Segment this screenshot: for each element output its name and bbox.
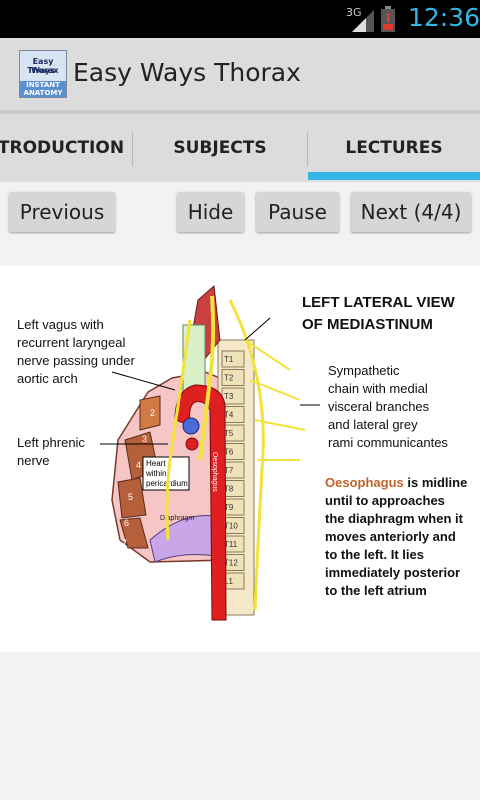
tab-introduction[interactable]: TRODUCTION xyxy=(0,138,125,158)
annotation-line: Left vagus with xyxy=(17,317,104,332)
vertebra-label: T1 xyxy=(224,355,234,364)
signal-icon xyxy=(352,10,374,32)
battery-icon xyxy=(381,6,395,32)
vertebra-label: T12 xyxy=(224,559,238,568)
mediastinum-diagram: 2 3 4 5 6 7 Diaphragm T1T2T3T4T5T6T7T8T9… xyxy=(100,284,320,621)
vertebra-label: T11 xyxy=(224,540,238,549)
vertebra-label: T10 xyxy=(224,522,238,531)
annotation-line: Left phrenic xyxy=(17,435,85,450)
action-bar xyxy=(0,38,480,110)
annotation-line: Oesophagus is midline xyxy=(325,474,467,492)
rib-number: 4 xyxy=(136,460,141,470)
phrenic-nerve-line xyxy=(165,319,192,541)
annotation-line: moves anteriorly and xyxy=(325,529,456,544)
annotation-line: until to approaches xyxy=(325,493,445,508)
annotation-line: nerve xyxy=(17,453,50,468)
annotation-line: Sympathetic xyxy=(328,363,400,378)
vertebra-label: T2 xyxy=(224,374,234,383)
annotation-line: the diaphragm when it xyxy=(325,511,463,526)
logo-line1: Easy Ways xyxy=(31,57,55,75)
clock: 12:36 xyxy=(408,3,480,32)
annotation-line: nerve passing under xyxy=(17,353,135,368)
next-button[interactable]: Next (4/4) xyxy=(351,192,471,232)
annotation-line: chain with medial xyxy=(328,381,428,396)
rib-shape xyxy=(117,477,147,519)
aorta-shape xyxy=(174,384,227,621)
annotation-line: to the left atrium xyxy=(325,583,427,598)
annotation-line: aortic arch xyxy=(17,371,78,386)
logo-band-line1: INSTANT xyxy=(26,81,60,89)
hide-button[interactable]: Hide xyxy=(177,192,244,232)
app-logo[interactable]: Easy Ways Thorax INSTANT ANATOMY xyxy=(19,50,67,98)
logo-band-line2: ANATOMY xyxy=(23,89,63,97)
vertebra-label: T6 xyxy=(224,448,234,457)
vessel-shape xyxy=(185,437,199,451)
sympathetic-chain-line xyxy=(228,299,265,611)
tab-divider xyxy=(132,132,133,166)
oesophagus-annotation: Oesophagus is midline until to approache… xyxy=(325,474,467,600)
rib-number: 5 xyxy=(128,492,133,502)
status-bar: 3G 12:36 xyxy=(0,0,480,38)
vertebra-label: T9 xyxy=(224,503,234,512)
pause-button[interactable]: Pause xyxy=(256,192,339,232)
vertebra-label: T4 xyxy=(224,411,234,420)
heart-label-line: within xyxy=(145,469,166,478)
app-title: Easy Ways Thorax xyxy=(73,58,301,87)
vessel-shape xyxy=(182,417,200,435)
pointer-line xyxy=(111,371,176,391)
sympathetic-annotation: Sympathetic chain with medial visceral b… xyxy=(328,362,448,452)
tab-subjects[interactable]: SUBJECTS xyxy=(173,138,267,158)
annotation-line: rami communicantes xyxy=(328,435,448,450)
vertebra-label: T8 xyxy=(224,485,234,494)
rib-shape xyxy=(119,517,149,549)
oesophagus-vertical-label: Oesophagus xyxy=(211,452,218,492)
tab-lectures[interactable]: LECTURES xyxy=(345,138,443,158)
figure-title: LEFT LATERAL VIEW OF MEDIASTINUM xyxy=(302,292,455,336)
figure-title-line: OF MEDIASTINUM xyxy=(302,316,433,333)
vertebra-label: T7 xyxy=(224,466,234,475)
tab-bar: TRODUCTION SUBJECTS LECTURES xyxy=(0,110,480,182)
tab-divider xyxy=(307,132,308,166)
phrenic-annotation: Left phrenic nerve xyxy=(17,434,85,470)
vertebra-label: T3 xyxy=(224,392,234,401)
annotation-line: and lateral grey xyxy=(328,417,418,432)
heart-label-line: Heart xyxy=(146,459,166,468)
figure-title-line: LEFT LATERAL VIEW xyxy=(302,294,455,311)
logo-line2: Thorax xyxy=(27,66,59,75)
rib-number: 3 xyxy=(142,434,147,444)
vertebra-label: T5 xyxy=(224,429,234,438)
vertebra-shape xyxy=(221,350,245,368)
pointer-line xyxy=(244,317,271,341)
rib-shape xyxy=(139,395,161,431)
annotation-line: recurrent laryngeal xyxy=(17,335,126,350)
vertebra-label: L1 xyxy=(224,577,233,586)
previous-button[interactable]: Previous xyxy=(9,192,115,232)
network-type: 3G xyxy=(346,6,362,19)
rib-number: 6 xyxy=(124,518,129,528)
vertebra-shape xyxy=(221,369,245,386)
diaphragm-label: Diaphragm xyxy=(160,515,194,522)
tab-selected-indicator xyxy=(308,172,480,180)
annotation-line: to the left. It lies xyxy=(325,547,424,562)
rib-number: 7 xyxy=(122,538,127,548)
annotation-line: immediately posterior xyxy=(325,565,461,580)
annotation-line: visceral branches xyxy=(328,399,430,414)
rib-number: 2 xyxy=(150,408,155,418)
oesophagus-keyword: Oesophagus xyxy=(325,475,404,490)
heart-label-box xyxy=(142,456,190,491)
logo-band: INSTANT ANATOMY xyxy=(20,81,66,97)
vagus-annotation: Left vagus with recurrent laryngeal nerv… xyxy=(17,316,135,388)
annotation-text: is midline xyxy=(403,475,468,490)
rami-lines xyxy=(244,339,306,461)
vagus-nerve-line xyxy=(198,295,216,461)
